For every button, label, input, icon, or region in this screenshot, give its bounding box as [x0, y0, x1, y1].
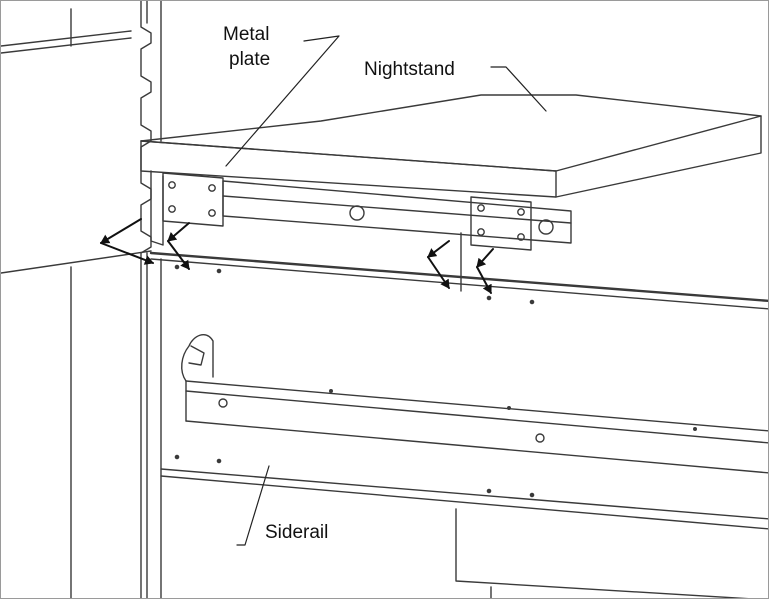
metal-plate-label-line2: plate	[229, 49, 271, 70]
arrows	[100, 218, 494, 294]
wall-lines	[1, 1, 162, 598]
nightstand	[140, 94, 762, 198]
leader-lines	[225, 35, 547, 546]
siderail-panel	[149, 251, 768, 598]
handle-rail	[181, 333, 768, 474]
mounting-bracket	[150, 170, 572, 292]
metal-plate-left	[162, 172, 224, 227]
nightstand-label: Nightstand	[364, 59, 455, 80]
metal-plate-label-line1: Metal	[223, 24, 270, 45]
slotted-post	[140, 1, 152, 598]
siderail-label: Siderail	[265, 522, 329, 543]
metal-plate-right	[470, 196, 532, 251]
